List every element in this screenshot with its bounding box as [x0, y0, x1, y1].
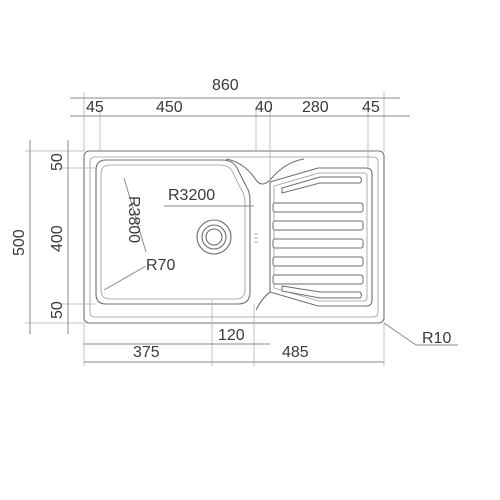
top-dimensions: 860 45 450 40 280 45 — [70, 77, 410, 117]
bottom-center-label: 120 — [218, 327, 245, 344]
sink-body — [83, 150, 385, 324]
drainboard-rib — [281, 285, 362, 299]
overflow-mark — [254, 233, 258, 243]
drainboard-rib — [272, 220, 364, 231]
drainboard-frame-inner — [273, 172, 368, 302]
drainboard-rib — [272, 256, 364, 267]
drain-icon — [196, 219, 232, 255]
corner-outer-label: R10 — [422, 330, 451, 347]
left-margin-label: 45 — [86, 99, 104, 116]
drainboard-rib — [272, 202, 364, 213]
top-margin-label: 50 — [49, 153, 66, 171]
right-margin-label: 45 — [362, 99, 380, 116]
drainboard-rib — [272, 274, 364, 285]
bottom-margin-label: 50 — [49, 301, 66, 319]
sink-divider — [225, 158, 305, 185]
radius-annotations: R3200 R3800 R70 R10 — [103, 177, 458, 347]
sink-bowl-inner — [100, 164, 246, 300]
drainboard-frame — [269, 167, 373, 307]
corner-inner-label: R70 — [146, 257, 175, 274]
overall-width-label: 860 — [212, 77, 239, 94]
left-dimensions: 500 50 400 50 — [11, 140, 69, 334]
drainboard-ribs — [272, 176, 364, 299]
radius-short-label: R3800 — [125, 196, 142, 243]
sink-bowl — [95, 159, 251, 305]
drainboard-section-label: 280 — [302, 99, 329, 116]
sink-rim-line — [89, 156, 379, 318]
drainboard-rib — [272, 238, 364, 249]
bottom-dimensions: 375 120 485 — [84, 327, 384, 363]
sink-outer-edge — [83, 150, 385, 324]
sink-divider-lower — [255, 291, 271, 311]
drainboard-rib — [281, 176, 362, 194]
bottom-right-label: 485 — [282, 344, 309, 361]
overall-depth-label: 500 — [11, 229, 28, 256]
radius-long-label: R3200 — [168, 187, 215, 204]
bowl-section-label: 450 — [156, 99, 183, 116]
divider-label: 40 — [255, 99, 273, 116]
bottom-left-label: 375 — [133, 344, 160, 361]
inner-depth-label: 400 — [49, 225, 66, 252]
